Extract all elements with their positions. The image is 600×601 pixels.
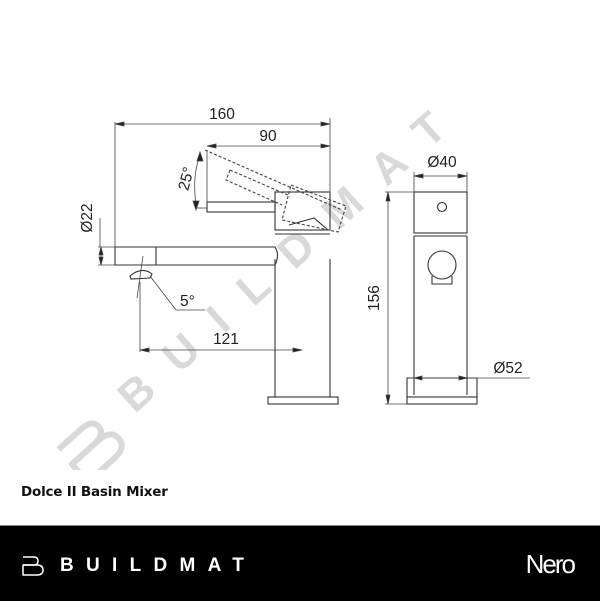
body-column (274, 259, 331, 398)
watermark-logo-icon (56, 420, 125, 470)
front-dimensions (385, 172, 530, 405)
front-body (413, 235, 468, 395)
watermark: BUILDMAT (56, 103, 456, 470)
product-title: Dolce II Basin Mixer (21, 484, 168, 500)
brand-logo: BUILDMAT (22, 555, 256, 577)
side-dimensions (98, 118, 331, 353)
side-dimension-labels: 160 90 25° Ø22 5° 121 (79, 106, 277, 348)
technical-drawing: BUILDMAT (56, 103, 530, 470)
dim-handle-reach: 90 (259, 128, 277, 145)
dim-spout-diameter: Ø22 (79, 203, 96, 232)
front-head (413, 191, 468, 234)
front-view (406, 191, 478, 405)
front-spout-outlet (427, 250, 457, 280)
side-view (114, 149, 347, 405)
sub-brand-name: Nero (525, 549, 576, 579)
dim-base-diameter: Ø52 (493, 360, 522, 377)
dim-spout-reach: 121 (213, 331, 239, 348)
watermark-text: BUILDMAT (109, 103, 456, 422)
dim-handle-angle: 25° (175, 165, 197, 192)
front-handle-knob (436, 201, 448, 213)
base-plate (267, 396, 339, 405)
spout (114, 246, 279, 266)
aerator (129, 269, 153, 280)
front-dimension-labels: Ø40 156 Ø52 (366, 154, 523, 377)
dim-body-diameter: Ø40 (427, 154, 457, 171)
dim-aerator-angle: 5° (180, 293, 195, 310)
brand-name: BUILDMAT (60, 555, 257, 576)
dim-height: 156 (366, 285, 383, 311)
front-base-plate (406, 396, 478, 405)
handle-lever (206, 201, 276, 213)
dim-overall-reach: 160 (209, 106, 235, 123)
footer-bar: BUILDMAT Nero (0, 525, 600, 601)
buildmat-logo-icon (22, 556, 44, 576)
